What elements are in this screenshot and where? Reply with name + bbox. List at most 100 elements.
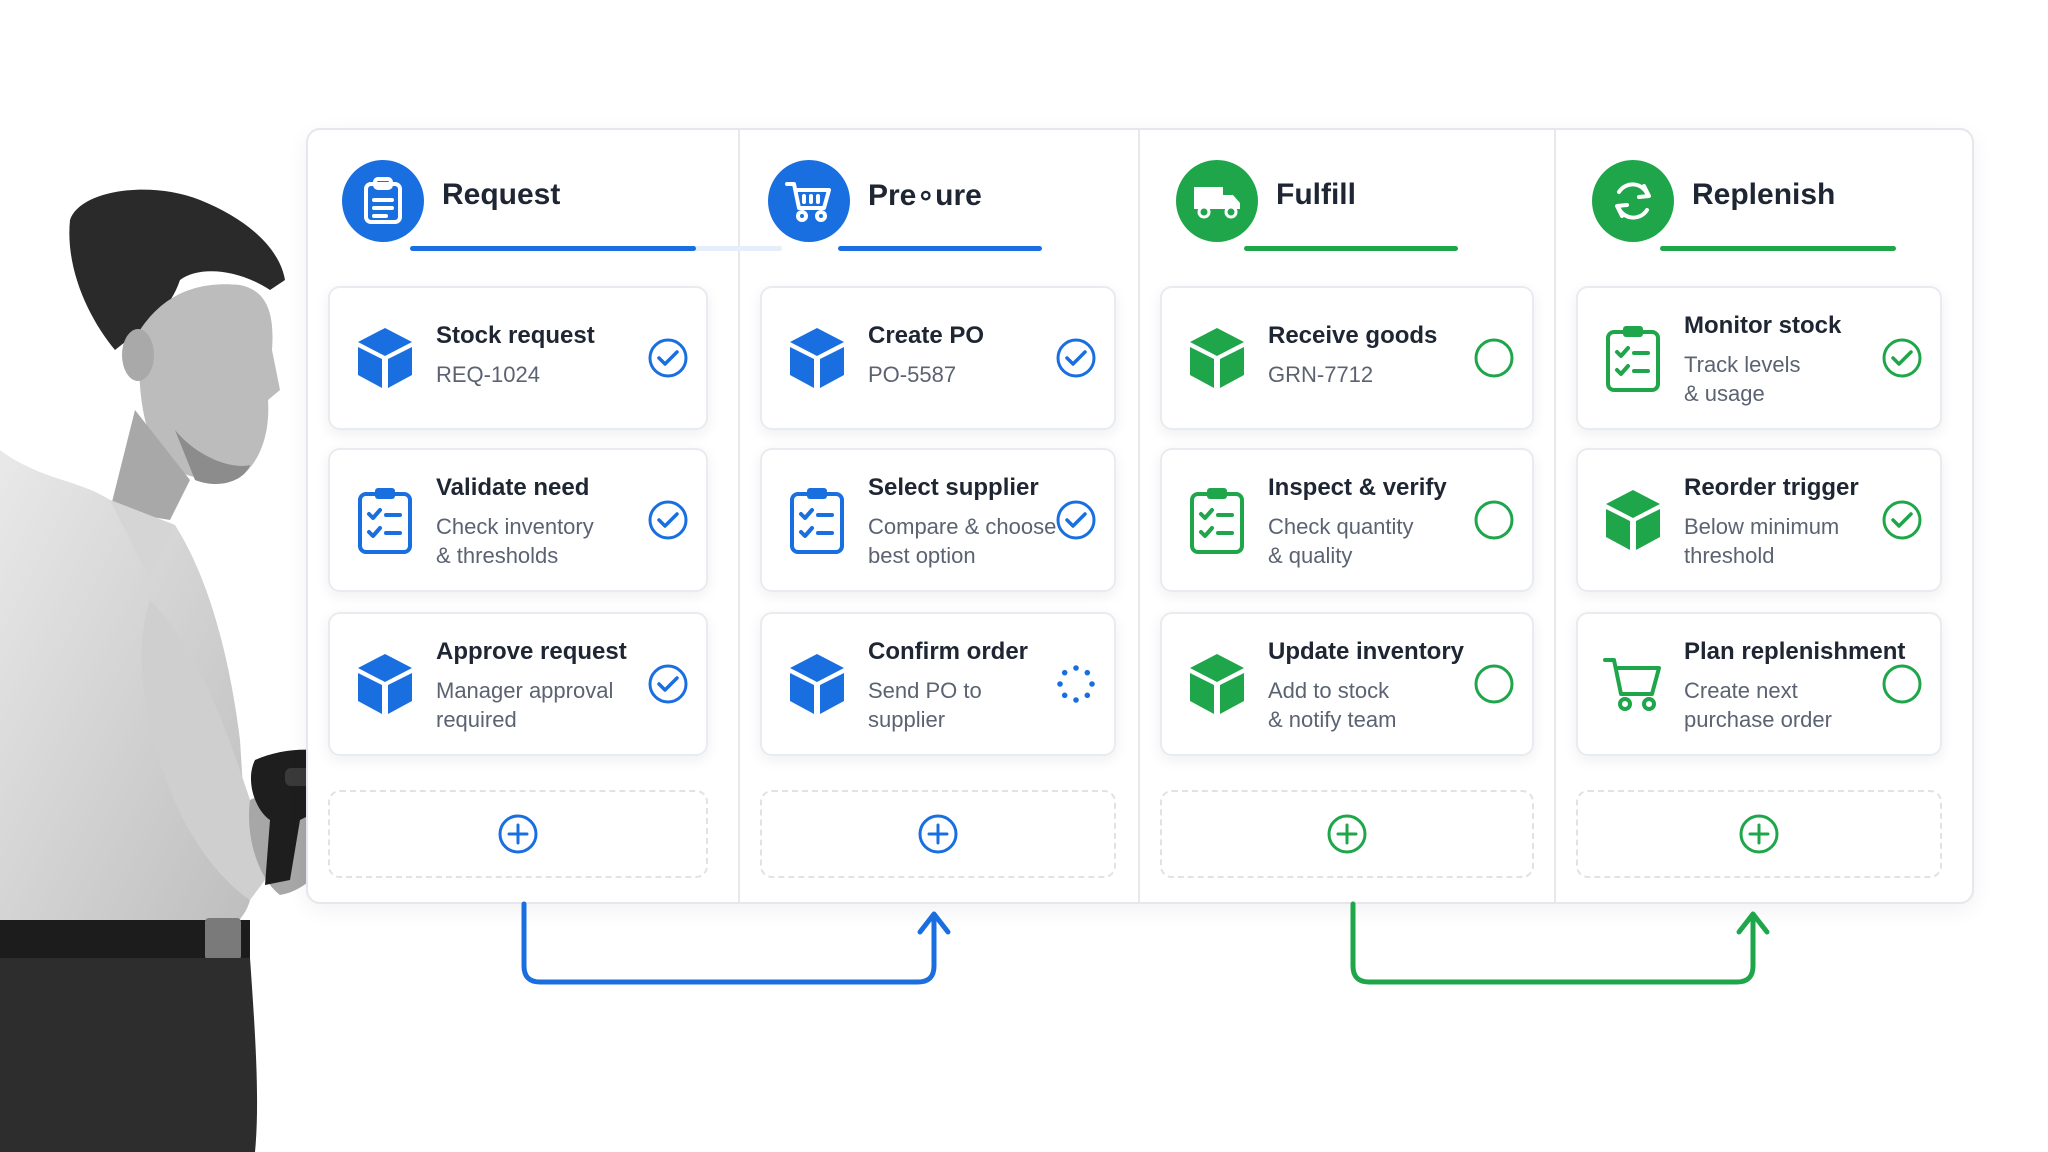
plus-circle-icon xyxy=(1327,814,1367,854)
task-subtitle: Manager approval required xyxy=(436,676,613,734)
task-card[interactable]: Stock request REQ-1024 xyxy=(328,286,708,430)
task-subtitle-line: Send PO to xyxy=(868,678,982,703)
column-header: Replenish xyxy=(1554,160,1970,246)
task-subtitle: Send PO to supplier xyxy=(868,676,982,734)
task-subtitle-line: supplier xyxy=(868,707,946,732)
task-card[interactable]: Plan replenishment Create next purchase o… xyxy=(1576,612,1942,756)
task-subtitle-line: required xyxy=(436,707,517,732)
task-subtitle-line: Create next xyxy=(1684,678,1798,703)
cart-icon xyxy=(1598,644,1668,724)
add-card-button[interactable] xyxy=(760,790,1116,878)
task-title: Plan replenishment xyxy=(1684,638,1906,665)
task-card[interactable]: Create PO PO-5587 xyxy=(760,286,1116,430)
task-subtitle-line: & notify team xyxy=(1268,707,1397,732)
plus-circle-icon xyxy=(918,814,958,854)
box-icon xyxy=(350,644,420,724)
column-underline xyxy=(410,246,696,251)
box-icon xyxy=(350,318,420,398)
task-card[interactable]: Approve request Manager approval required xyxy=(328,612,708,756)
task-card[interactable]: Confirm order Send PO to supplier xyxy=(760,612,1116,756)
task-card[interactable]: Inspect & verify Check quantity& quality xyxy=(1160,448,1534,592)
task-subtitle-line: GRN-7712 xyxy=(1268,362,1374,387)
task-subtitle: PO-5587 xyxy=(868,360,956,389)
box-icon xyxy=(1598,480,1668,560)
task-title: Create PO xyxy=(868,322,985,349)
column-title: Pre∘ure xyxy=(868,179,982,212)
task-subtitle-line: Check inventory xyxy=(436,514,594,539)
status-done-icon[interactable] xyxy=(1054,498,1098,542)
status-done-icon[interactable] xyxy=(646,498,690,542)
task-subtitle-line: Check quantity xyxy=(1268,514,1414,539)
flow-arrowhead-icon xyxy=(917,911,951,935)
task-subtitle-line: REQ-1024 xyxy=(436,362,540,387)
column-divider xyxy=(738,130,740,902)
refresh-icon xyxy=(1592,160,1674,242)
task-subtitle-line: Add to stock xyxy=(1268,678,1390,703)
truck-icon xyxy=(1176,160,1258,242)
clipboard-icon xyxy=(342,160,424,242)
task-subtitle-line: best option xyxy=(868,543,976,568)
task-subtitle-line: PO-5587 xyxy=(868,362,957,387)
plus-circle-icon xyxy=(498,814,538,854)
task-subtitle-line: Track levels xyxy=(1684,352,1801,377)
status-pending-icon[interactable] xyxy=(1880,662,1924,706)
column-underline xyxy=(838,246,1042,251)
plus-circle-icon xyxy=(1739,814,1779,854)
task-card[interactable]: Receive goods GRN-7712 xyxy=(1160,286,1534,430)
column-underline xyxy=(1244,246,1458,251)
column-header: Pre∘ure xyxy=(738,160,1136,246)
column-title: Replenish xyxy=(1692,178,1836,211)
status-done-icon[interactable] xyxy=(646,336,690,380)
box-icon xyxy=(782,644,852,724)
add-card-button[interactable] xyxy=(1160,790,1534,878)
box-icon xyxy=(782,318,852,398)
status-done-icon[interactable] xyxy=(1054,336,1098,380)
status-pending-icon[interactable] xyxy=(1472,662,1516,706)
box-icon xyxy=(1182,644,1252,724)
column-divider xyxy=(1554,130,1556,902)
task-card[interactable]: Update inventory Add to stock & notify te… xyxy=(1160,612,1534,756)
task-title: Validate need xyxy=(436,474,590,501)
task-subtitle-line: purchase order xyxy=(1684,707,1832,732)
column-header: Request xyxy=(306,160,736,246)
task-title: Receive goods xyxy=(1268,322,1438,349)
task-card[interactable]: Validate need Check inventory & threshold… xyxy=(328,448,708,592)
column-title: Request xyxy=(442,178,561,211)
task-title: Select supplier xyxy=(868,474,1039,501)
status-done-icon[interactable] xyxy=(646,662,690,706)
task-card[interactable]: Monitor stock Track levels & usage xyxy=(1576,286,1942,430)
task-title: Update inventory xyxy=(1268,638,1465,665)
status-done-icon[interactable] xyxy=(1880,498,1924,542)
checklist-icon xyxy=(1182,480,1252,560)
task-subtitle-line: & usage xyxy=(1684,381,1765,406)
task-title: Inspect & verify xyxy=(1268,474,1447,501)
task-subtitle: Add to stock & notify team xyxy=(1268,676,1396,734)
task-subtitle: Create next purchase order xyxy=(1684,676,1832,734)
task-subtitle-line: threshold xyxy=(1684,543,1775,568)
task-title: Monitor stock xyxy=(1684,312,1842,339)
column-1: Pre∘ure Create PO PO-5587 Select supplie… xyxy=(738,128,1136,900)
task-subtitle-line: Compare & choose xyxy=(868,514,1057,539)
task-subtitle: Check quantity& quality xyxy=(1268,512,1414,570)
task-subtitle: Check inventory & thresholds xyxy=(436,512,594,570)
task-title: Reorder trigger xyxy=(1684,474,1859,501)
task-subtitle-line: & thresholds xyxy=(436,543,559,568)
task-title: Confirm order xyxy=(868,638,1029,665)
status-pending-icon[interactable] xyxy=(1472,336,1516,380)
status-done-icon[interactable] xyxy=(1880,336,1924,380)
column-divider xyxy=(1138,130,1140,902)
task-card[interactable]: Select supplier Compare & choose best opt… xyxy=(760,448,1116,592)
add-card-button[interactable] xyxy=(1576,790,1942,878)
task-subtitle-line: Manager approval xyxy=(436,678,614,703)
column-3: Replenish Monitor stock Track levels & us… xyxy=(1554,128,1970,900)
column-underline xyxy=(1660,246,1896,251)
task-subtitle: Compare & choose best option xyxy=(868,512,1056,570)
add-card-button[interactable] xyxy=(328,790,708,878)
status-in-progress-icon[interactable] xyxy=(1054,662,1098,706)
task-title: Approve request xyxy=(436,638,627,665)
flow-arrowhead-icon xyxy=(1736,911,1770,935)
flow-arrow-fulfill-to-replenish xyxy=(1350,901,1756,985)
status-pending-icon[interactable] xyxy=(1472,498,1516,542)
